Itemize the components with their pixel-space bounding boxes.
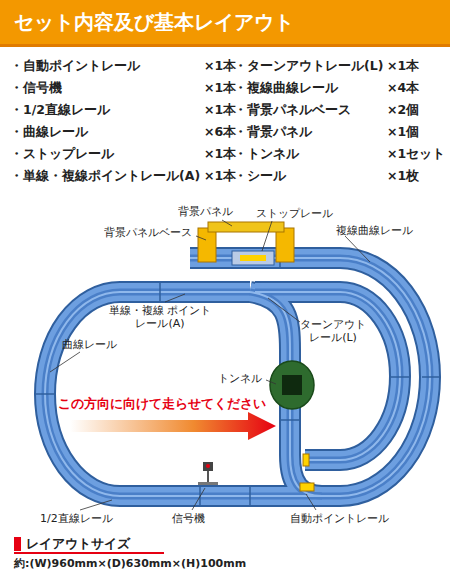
part-name: ・背景パネル <box>234 124 312 139</box>
track-bumper <box>303 454 309 466</box>
part-label: 複線曲線レール <box>336 224 413 237</box>
section-heading: レイアウトサイズ <box>26 536 130 552</box>
title-banner-edge <box>0 44 450 47</box>
part-name: ・曲線レール <box>10 124 88 139</box>
signal <box>198 462 218 485</box>
part-count: ×1枚 <box>387 168 419 183</box>
leader-lines <box>50 220 370 510</box>
tunnel <box>270 361 314 409</box>
part-count: ×1本 <box>204 102 236 117</box>
part-name: ・信号機 <box>10 80 62 95</box>
layout-size: 約:(W)960mm×(D)630mm×(H)100mm <box>14 557 246 570</box>
part-name: ・複線曲線レール <box>234 80 338 95</box>
stop-rail <box>232 251 274 265</box>
part-name: ・1/2直線レール <box>10 102 110 117</box>
track-layout <box>45 258 430 496</box>
title-banner <box>0 0 450 46</box>
direction-note: この方向に向けて走らせてください <box>58 396 266 411</box>
auto-point-lever <box>300 483 314 491</box>
part-count: ×4本 <box>387 80 419 95</box>
part-count: ×1本 <box>204 168 236 183</box>
part-label: 自動ポイントレール <box>290 512 389 525</box>
part-name: ・ストップレール <box>10 146 114 161</box>
part-count: ×2個 <box>387 102 419 117</box>
section-mark <box>14 537 21 551</box>
direction-arrow <box>70 412 276 440</box>
part-count: ×6本 <box>204 124 236 139</box>
part-label: 背景パネルベース <box>104 226 192 239</box>
background-panel <box>198 222 294 262</box>
part-count: ×1本 <box>204 146 236 161</box>
rail-joints <box>36 248 440 506</box>
part-name: ・背景パネルベース <box>234 102 351 117</box>
part-name: ・トンネル <box>234 146 299 161</box>
part-label: 1/2直線レール <box>40 512 113 525</box>
part-name: ・自動ポイントレール <box>10 58 140 73</box>
part-label: ストップレール <box>256 207 333 220</box>
part-count: ×1個 <box>387 124 419 139</box>
part-label: 背景パネル <box>178 205 233 218</box>
part-label: ターンアウト レール(L) <box>298 318 368 344</box>
part-label: トンネル <box>218 372 262 385</box>
part-name: ・シール <box>234 168 286 183</box>
part-count: ×1本 <box>204 58 236 73</box>
part-name: ・ターンアウトレール(L) <box>234 58 383 73</box>
part-label: 信号機 <box>172 512 205 525</box>
part-label: 曲線レール <box>62 338 117 351</box>
part-label: 単線・複線 ポイントレール(A) <box>108 304 212 330</box>
title-text: セット内容及び基本レイアウト <box>14 10 294 34</box>
part-count: ×1セット <box>387 146 445 161</box>
part-count: ×1本 <box>204 80 236 95</box>
section-underline <box>14 552 164 554</box>
part-name: ・単線・複線ポイントレール(A) <box>10 168 200 183</box>
part-count: ×1本 <box>387 58 419 73</box>
